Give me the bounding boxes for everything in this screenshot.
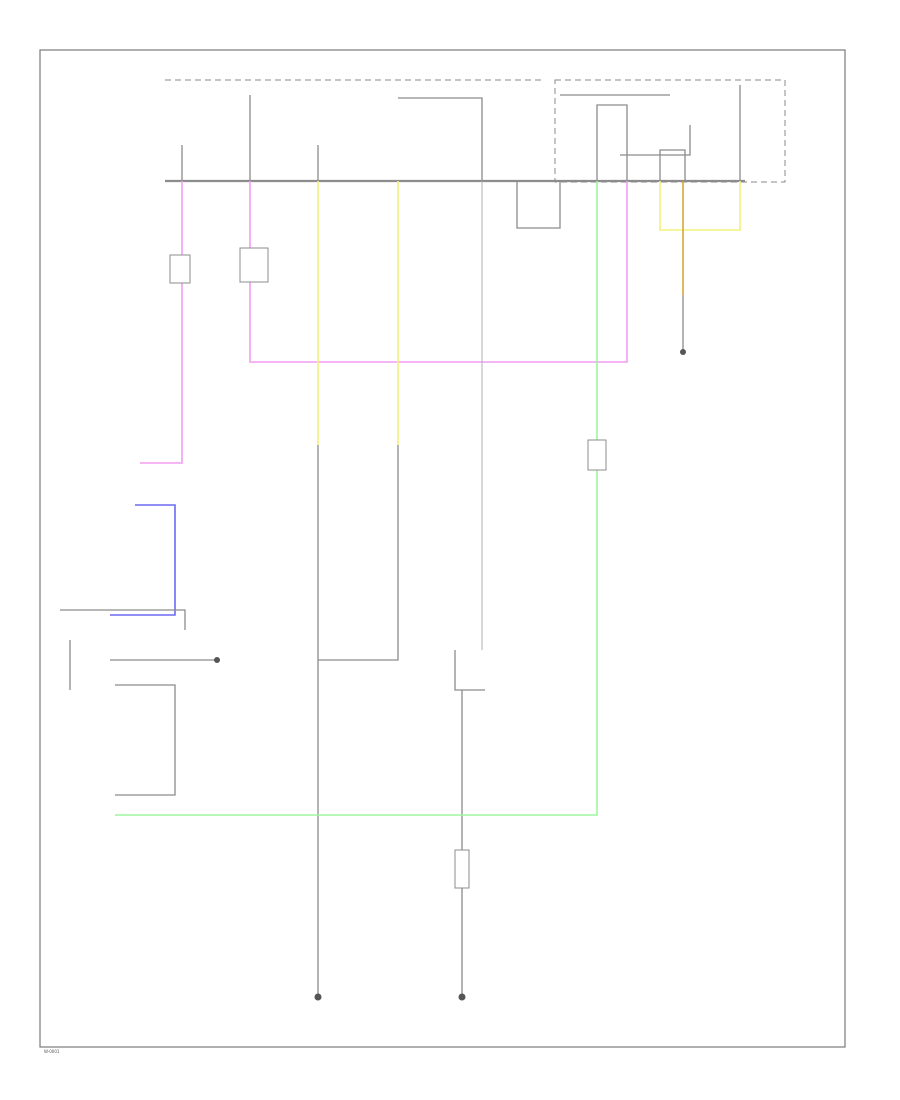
- diagram-frame: [39, 49, 846, 1048]
- relay-box-1: [239, 247, 269, 283]
- ground-point-bottom-1: [314, 993, 322, 1001]
- pink-loop: [249, 181, 628, 363]
- connector-loop: [516, 181, 561, 229]
- yellow-loop: [659, 181, 741, 231]
- left-switch-box: [169, 254, 191, 284]
- blue-wire: [110, 504, 176, 616]
- resistor-box: [454, 849, 470, 889]
- component-loop-1: [454, 650, 485, 691]
- grey-wire-2: [318, 445, 399, 661]
- green-wire: [115, 181, 598, 816]
- fuse-feed-4: [398, 97, 483, 181]
- relay-switch: [620, 125, 691, 156]
- relay-coil: [659, 149, 686, 181]
- left-wire-1: [60, 609, 186, 630]
- ground-point-right: [680, 349, 686, 355]
- pink-wire-left: [140, 181, 183, 464]
- right-relay-box-enclosure: [554, 79, 786, 183]
- left-wire-4: [115, 684, 176, 796]
- ground-point-bottom-2: [458, 993, 466, 1001]
- footer-code: W-0001: [44, 1049, 60, 1054]
- ground-point-left: [214, 657, 220, 663]
- green-switch-box: [587, 439, 607, 471]
- relay-feed-1: [596, 104, 628, 181]
